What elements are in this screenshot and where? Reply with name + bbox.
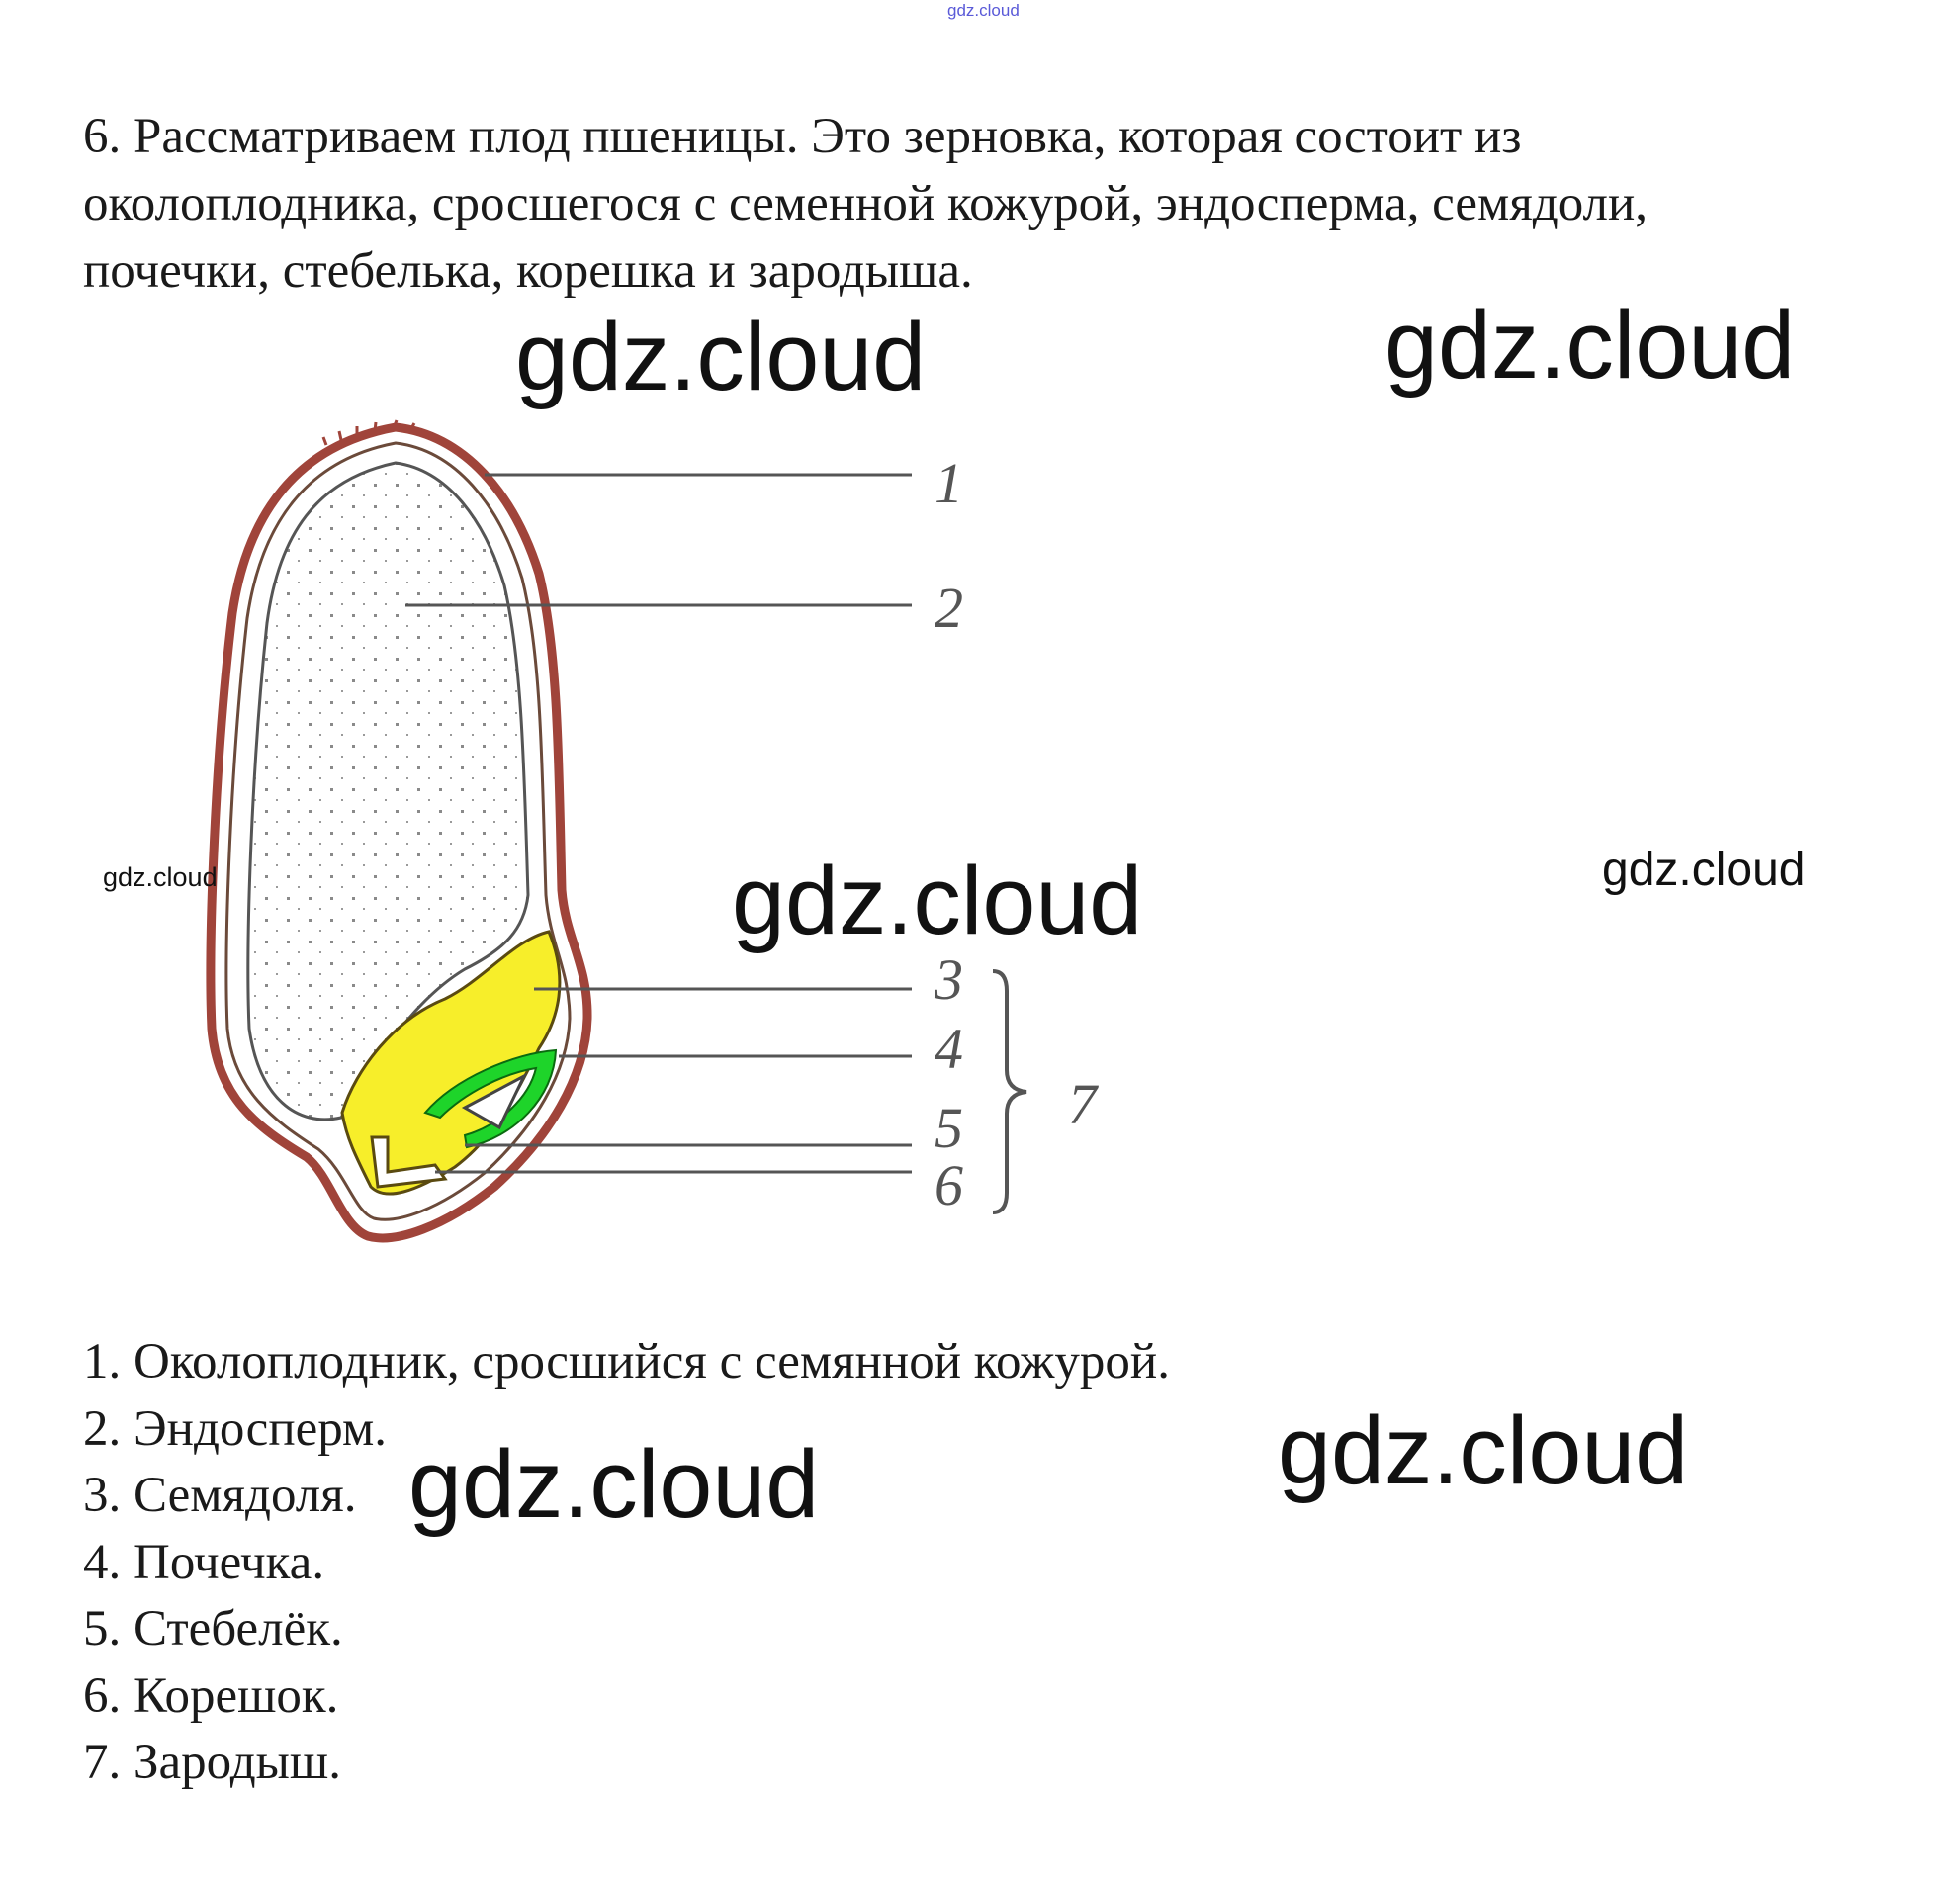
watermark: gdz.cloud bbox=[1384, 291, 1796, 399]
legend-item: 5. Стебелёк. bbox=[83, 1601, 343, 1657]
watermark: gdz.cloud bbox=[1278, 1396, 1689, 1504]
paragraph-line: 6. Рассматриваем плод пшеницы. Это зерно… bbox=[83, 109, 1522, 164]
label-3: 3 bbox=[934, 947, 963, 1012]
label-2: 2 bbox=[935, 576, 963, 640]
label-6: 6 bbox=[935, 1153, 963, 1217]
legend-item: 4. Почечка. bbox=[83, 1534, 325, 1590]
label-7: 7 bbox=[1068, 1072, 1099, 1136]
grain-hairs bbox=[321, 419, 416, 446]
root bbox=[370, 1135, 448, 1189]
leader-lines bbox=[405, 473, 912, 1174]
label-4: 4 bbox=[935, 1017, 963, 1081]
legend-item: 3. Семядоля. bbox=[83, 1468, 357, 1523]
bud bbox=[423, 1048, 558, 1149]
watermark: gdz.cloud bbox=[408, 1430, 820, 1538]
task-paragraph: 6. Рассматриваем плод пшеницы. Это зерно… bbox=[83, 103, 1932, 305]
watermark: gdz.cloud bbox=[103, 862, 218, 892]
legend-item: 2. Эндосперм. bbox=[83, 1400, 387, 1457]
label-5: 5 bbox=[935, 1096, 963, 1160]
legend-item: 6. Корешок. bbox=[83, 1667, 339, 1724]
paragraph-line: почечки, стебелька, корешка и зародыша. bbox=[83, 243, 973, 299]
legend-item: 7. Зародыш. bbox=[83, 1735, 341, 1790]
legend-list: 1. Околоплодник, сросшийся с семянной ко… bbox=[83, 1329, 1170, 1797]
stem bbox=[461, 1072, 528, 1130]
cotyledon bbox=[340, 930, 562, 1196]
watermark: gdz.cloud bbox=[732, 847, 1143, 954]
embryo-brace bbox=[992, 969, 1027, 1214]
label-1: 1 bbox=[935, 451, 963, 515]
watermark: gdz.cloud bbox=[947, 1, 1020, 20]
paragraph-line: околоплодника, сросшегося с семенной кож… bbox=[83, 176, 1648, 231]
legend-item: 1. Околоплодник, сросшийся с семянной ко… bbox=[83, 1334, 1170, 1390]
watermark: gdz.cloud bbox=[1602, 844, 1806, 896]
watermark: gdz.cloud bbox=[515, 303, 927, 410]
